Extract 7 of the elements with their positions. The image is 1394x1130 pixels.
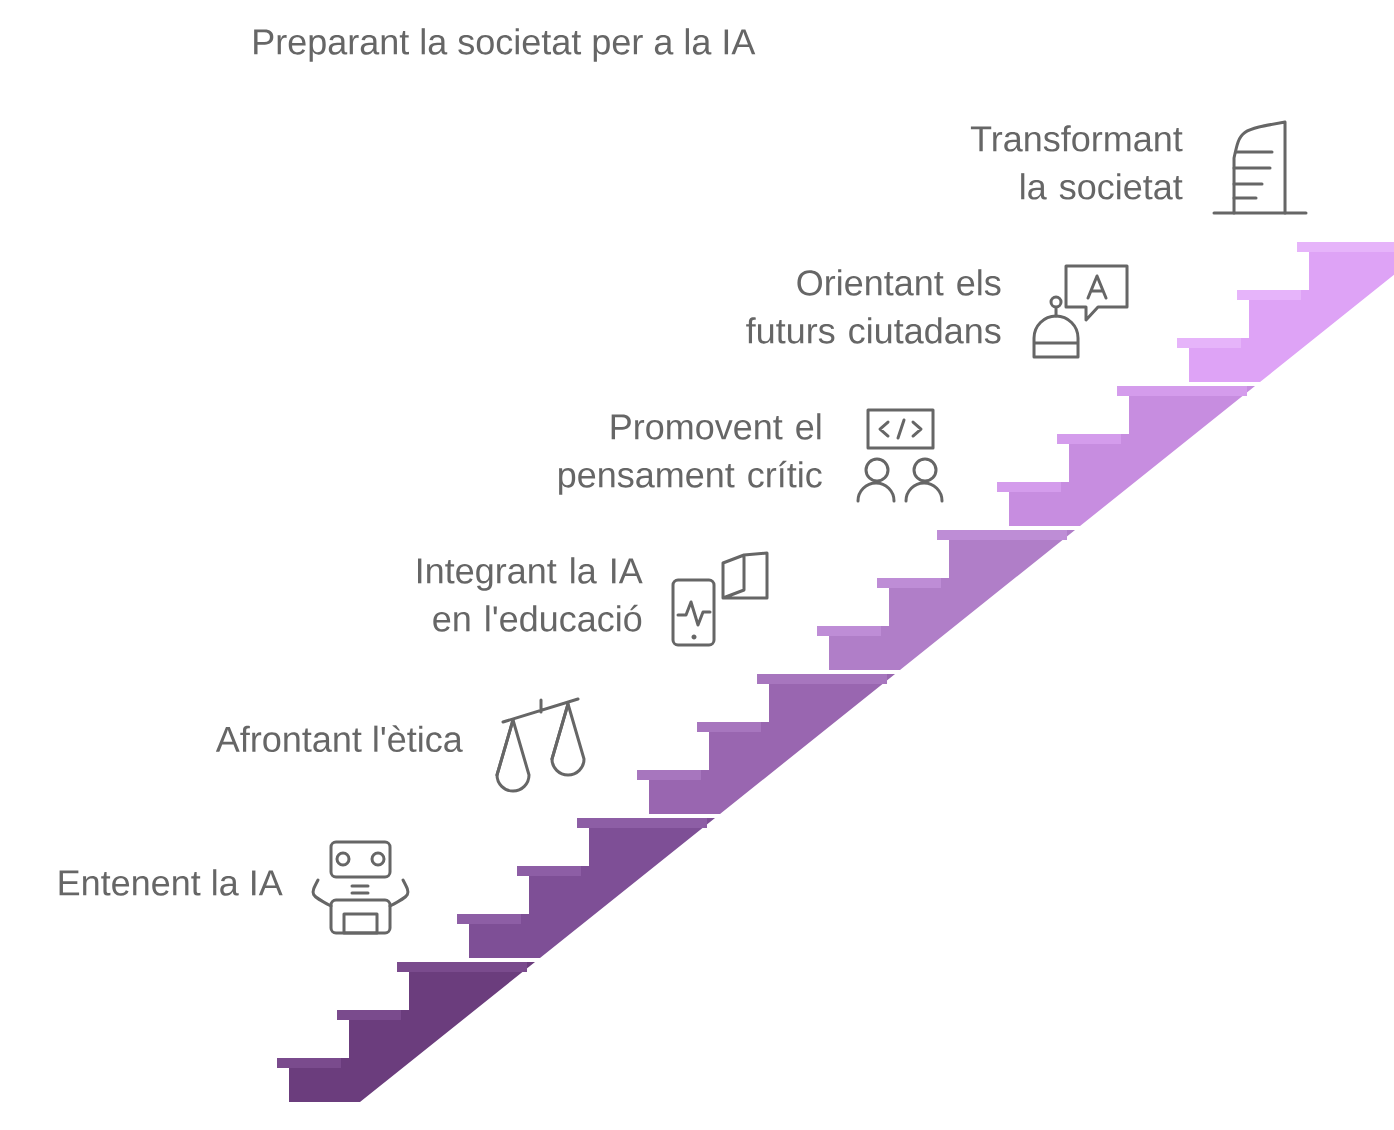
step-label: Promovent el pensament crític: [559, 413, 822, 495]
title: Preparant la societat per a la IA: [254, 28, 756, 62]
step-label: Transformant la societat: [970, 125, 1183, 200]
step-label: Integrant la IA en l'educació: [418, 557, 643, 632]
step-label: Entenent la IA: [59, 869, 283, 896]
step-label: Afrontant l'ètica: [215, 725, 463, 753]
step-label: Orientant els futurs ciutadans: [746, 269, 1001, 344]
